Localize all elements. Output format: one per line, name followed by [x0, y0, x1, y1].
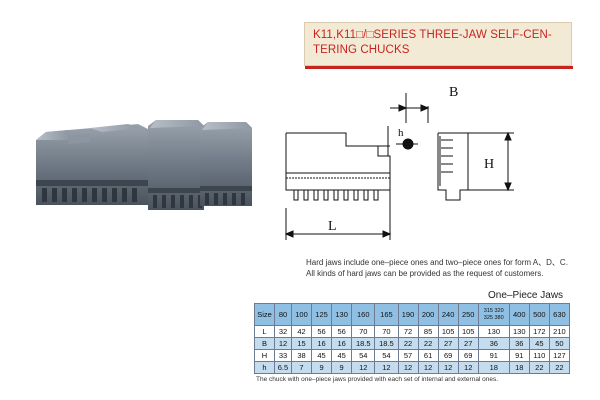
table-cell: 7 — [290, 361, 313, 374]
dim-label-L: L — [328, 219, 337, 234]
table-cell: 18.5 — [374, 337, 399, 350]
header-cell-size: Size — [254, 303, 275, 326]
row-label-cell: h — [254, 361, 275, 374]
table-cell: 12 — [457, 361, 479, 374]
table-cell: 16 — [311, 337, 333, 350]
table-cell: 91 — [508, 349, 530, 362]
table-cell: 72 — [397, 325, 419, 338]
header-cell: 250 — [457, 303, 479, 326]
table-cell: 130 — [477, 325, 510, 338]
table-cell: 69 — [457, 349, 479, 362]
header-cell: 190 — [397, 303, 419, 326]
header-cell: 200 — [417, 303, 439, 326]
table-cell: 12 — [397, 361, 419, 374]
header-cell: 160 — [351, 303, 376, 326]
table-cell: 16 — [331, 337, 353, 350]
table-cell: 22 — [528, 361, 550, 374]
table-cell: 12 — [437, 361, 459, 374]
table-cell: 57 — [397, 349, 419, 362]
table-cell: 45 — [528, 337, 550, 350]
row-label-cell: H — [254, 349, 275, 362]
title-underline — [305, 66, 573, 69]
header-cell: 165 — [374, 303, 399, 326]
table-cell: 18.5 — [351, 337, 376, 350]
table-cell: 22 — [397, 337, 419, 350]
jaw-large — [36, 124, 150, 205]
table-cell: 12 — [417, 361, 439, 374]
table-cell: 6.5 — [274, 361, 292, 374]
jaw-right — [200, 122, 252, 206]
table-cell: 38 — [290, 349, 313, 362]
table-cell: 85 — [417, 325, 439, 338]
table-cell: 45 — [311, 349, 333, 362]
table-heading: One–Piece Jaws — [488, 290, 564, 301]
table-cell: 54 — [374, 349, 399, 362]
table-cell: 9 — [331, 361, 353, 374]
description-line2: All kinds of hard jaws can be provided a… — [306, 269, 544, 278]
table-cell: 110 — [528, 349, 550, 362]
series-title-banner: K11,K11□/□SERIES THREE-JAW SELF-CEN- TER… — [304, 22, 573, 69]
description-line1: Hard jaws include one–piece ones and two… — [306, 258, 568, 267]
header-cell: 80 — [274, 303, 292, 326]
table-cell: 36 — [508, 337, 530, 350]
table-cell: 70 — [374, 325, 399, 338]
table-cell: 127 — [548, 349, 571, 362]
footnote: The chuck with one–piece jaws provided w… — [256, 376, 499, 383]
table-cell: 18 — [508, 361, 530, 374]
table-cell: 27 — [437, 337, 459, 350]
table-cell: 12 — [351, 361, 376, 374]
header-cell: 125 — [311, 303, 333, 326]
series-title-line1: K11,K11□/□SERIES THREE-JAW SELF-CEN- — [313, 29, 552, 41]
table-cell: 105 — [437, 325, 459, 338]
table-cell: 12 — [374, 361, 399, 374]
table-cell: 42 — [290, 325, 313, 338]
header-cell: 630 — [548, 303, 571, 326]
table-cell: 56 — [331, 325, 353, 338]
series-title-line2: TERING CHUCKS — [313, 44, 410, 56]
header-cell: 130 — [331, 303, 353, 326]
header-cell: 240 — [437, 303, 459, 326]
table-cell: 9 — [311, 361, 333, 374]
table-cell: 45 — [331, 349, 353, 362]
header-cell: 100 — [290, 303, 313, 326]
table-cell: 69 — [437, 349, 459, 362]
table-cell: 210 — [548, 325, 571, 338]
dim-label-H: H — [484, 157, 494, 172]
table-cell: 27 — [457, 337, 479, 350]
table-cell: 172 — [528, 325, 550, 338]
jaws-product-photo — [36, 120, 252, 210]
jaw-technical-drawing: B h H L — [284, 85, 514, 240]
row-label-cell: B — [254, 337, 275, 350]
table-cell: 61 — [417, 349, 439, 362]
table-cell: 33 — [274, 349, 292, 362]
dim-label-h: h — [398, 127, 404, 139]
table-cell: 56 — [311, 325, 333, 338]
header-cell: 500 — [528, 303, 550, 326]
table-cell: 70 — [351, 325, 376, 338]
table-cell: 12 — [274, 337, 292, 350]
table-cell: 22 — [417, 337, 439, 350]
table-cell: 22 — [548, 361, 571, 374]
table-cell: 54 — [351, 349, 376, 362]
header-cell: 400 — [508, 303, 530, 326]
table-cell: 91 — [477, 349, 510, 362]
table-cell: 15 — [290, 337, 313, 350]
row-label-cell: L — [254, 325, 275, 338]
table-cell: 32 — [274, 325, 292, 338]
dim-label-B: B — [449, 85, 458, 100]
table-cell: 36 — [477, 337, 510, 350]
table-cell: 50 — [548, 337, 571, 350]
jaw-middle — [148, 120, 204, 210]
table-cell: 105 — [457, 325, 479, 338]
table-cell: 18 — [477, 361, 510, 374]
table-cell: 130 — [508, 325, 530, 338]
